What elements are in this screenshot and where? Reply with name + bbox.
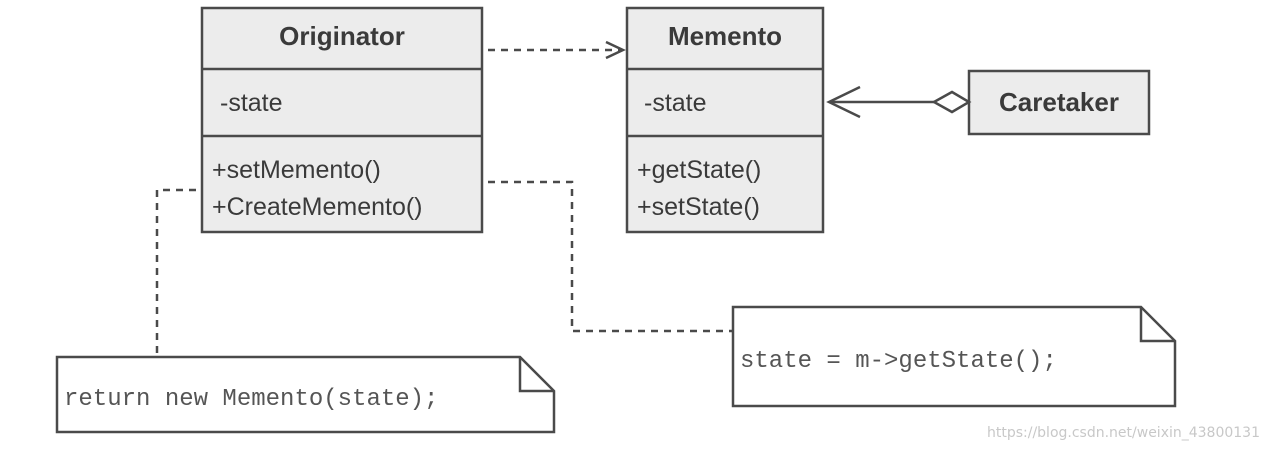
note-set-memento-text: state = m->getState();	[740, 348, 1057, 375]
aggregation-diamond-icon	[931, 90, 972, 114]
note-link-create-memento	[155, 188, 196, 357]
originator-attribute: -state	[220, 89, 283, 117]
memento-attribute: -state	[644, 89, 707, 117]
memento-operation-get-state: +getState()	[637, 156, 761, 184]
memento-class-name: Memento	[668, 21, 782, 51]
watermark: https://blog.csdn.net/weixin_43800131	[987, 425, 1260, 441]
aggregation-arrow	[826, 85, 972, 119]
note-set-memento: state = m->getState();	[731, 305, 1177, 408]
originator-operation-create-memento: +CreateMemento()	[212, 193, 423, 221]
note-create-memento: return new Memento(state);	[55, 355, 556, 434]
dependency-arrow	[488, 40, 626, 60]
memento-class: Memento -state +getState() +setState()	[625, 6, 825, 234]
originator-operation-set-memento: +setMemento()	[212, 156, 381, 184]
originator-class-name: Originator	[279, 21, 405, 51]
originator-class: Originator -state +setMemento() +CreateM…	[200, 6, 484, 234]
note-link-set-memento	[488, 180, 733, 333]
memento-operation-set-state: +setState()	[637, 193, 760, 221]
note-create-memento-text: return new Memento(state);	[64, 386, 438, 413]
caretaker-class-name: Caretaker	[999, 87, 1119, 117]
caretaker-class: Caretaker	[967, 69, 1151, 136]
